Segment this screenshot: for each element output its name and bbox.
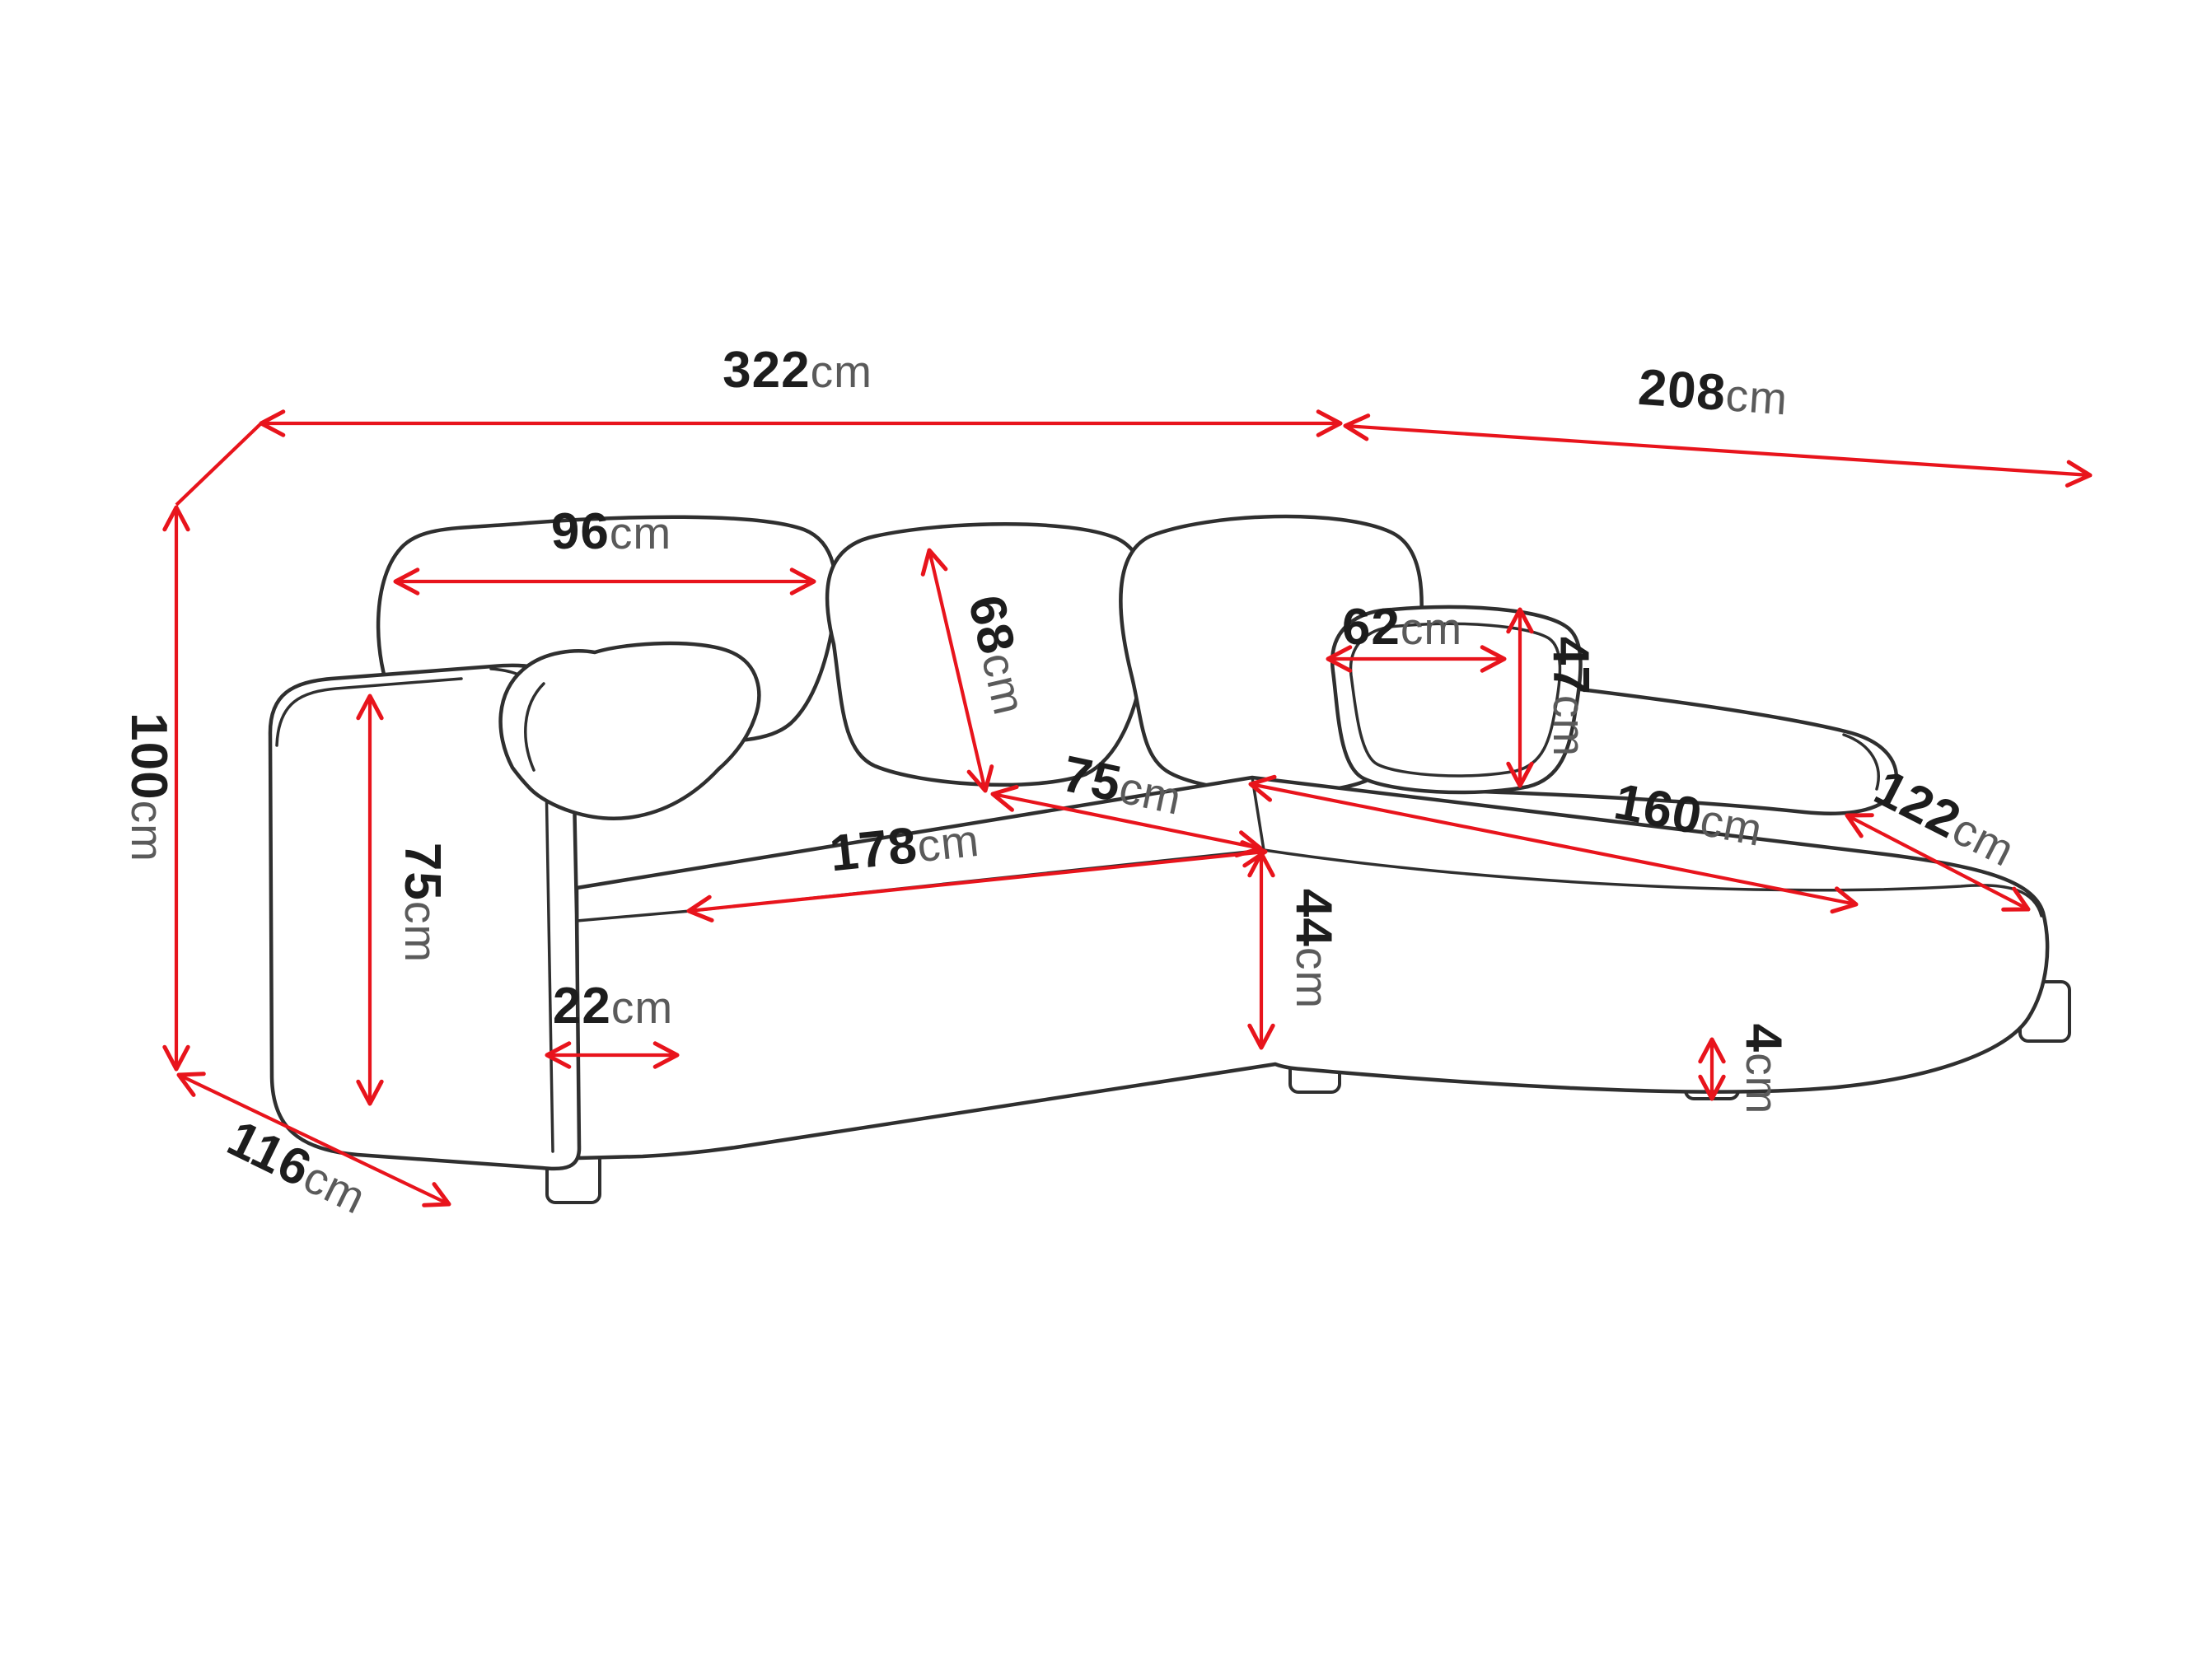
overall-depth-dimension-label: 208cm — [1636, 359, 1789, 427]
small-pillow-right-border-seam — [1349, 622, 1562, 778]
small-pillow-left — [498, 641, 761, 820]
chaise-length-dimension-line — [1248, 774, 1859, 914]
left-armrest-top-seam — [275, 677, 463, 747]
leg-height-dimension-label: 4cm — [1735, 1024, 1792, 1115]
armrest-width-dimension-label: 22cm — [553, 978, 673, 1034]
seat-depth-dimension-label: 75cm — [1058, 745, 1187, 826]
small-pillow-height-dimension-label: 47cm — [1542, 637, 1599, 757]
overall-height-dimension-label: 100cm — [120, 712, 177, 862]
seat-width-dimension-line — [686, 840, 1268, 922]
seat-width-dimension-label: 178cm — [827, 810, 982, 883]
chaise-width-dimension-line — [1845, 813, 2031, 912]
seat-height-dimension-label: 44cm — [1285, 889, 1342, 1009]
side-depth-dimension-line — [176, 1072, 451, 1207]
small-pillow-left-fold-seam — [524, 682, 545, 772]
overall-width-dimension-label: 322cm — [723, 342, 872, 399]
sofa-drawing — [268, 514, 2071, 1204]
overall-depth-dimension-line — [1343, 413, 2093, 488]
back-cushion-height-dimension-line — [920, 548, 994, 793]
chaise-backrest-roll-seam — [1842, 733, 1880, 791]
frame-corner-connector-dimension-line — [175, 422, 263, 507]
back-cushion-width-dimension-label: 96cm — [551, 503, 671, 560]
small-pillow-width-dimension-label: 62cm — [1342, 599, 1462, 656]
seat-depth-dimension-line — [990, 784, 1263, 858]
armrest-height-dimension-label: 75cm — [394, 843, 451, 963]
